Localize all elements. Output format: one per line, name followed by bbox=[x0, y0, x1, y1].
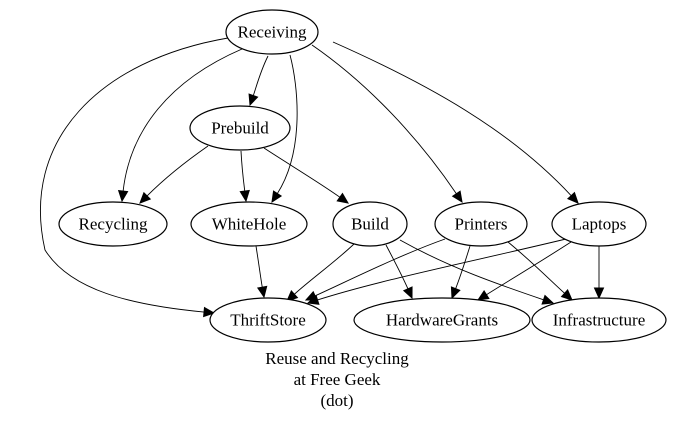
node-receiving: Receiving bbox=[225, 9, 319, 55]
edges-layer bbox=[40, 37, 605, 318]
edge-whitehole-to-thriftstore bbox=[255, 245, 268, 299]
node-recycling: Recycling bbox=[58, 201, 168, 247]
arrowhead-icon bbox=[451, 190, 463, 204]
arrowhead-icon bbox=[117, 189, 129, 203]
arrowhead-icon bbox=[566, 191, 579, 204]
edge-line bbox=[240, 150, 246, 192]
edge-receiving-to-recycling bbox=[117, 48, 243, 203]
edge-line bbox=[311, 44, 457, 194]
edge-line bbox=[122, 48, 243, 192]
arrowhead-icon bbox=[336, 192, 349, 204]
edge-build-to-infrastructure bbox=[399, 239, 555, 305]
edge-line bbox=[276, 54, 298, 194]
node-printers: Printers bbox=[434, 201, 528, 247]
edge-line bbox=[40, 37, 229, 313]
arrowhead-icon bbox=[286, 290, 299, 302]
node-ellipse bbox=[353, 297, 531, 343]
node-label: HardwareGrants bbox=[386, 311, 498, 330]
node-whitehole: WhiteHole bbox=[190, 201, 308, 247]
node-ellipse bbox=[551, 201, 647, 247]
node-ellipse bbox=[332, 201, 408, 247]
graph-caption: Reuse and Recycling at Free Geek (dot) bbox=[265, 349, 409, 410]
node-build: Build bbox=[332, 201, 408, 247]
edge-printers-to-thriftstore bbox=[304, 238, 446, 301]
edge-line bbox=[507, 241, 565, 294]
caption-line-2: at Free Geek bbox=[294, 370, 381, 389]
edge-receiving-to-prebuild bbox=[248, 55, 269, 107]
edge-receiving-to-laptops bbox=[332, 41, 579, 204]
node-label: Prebuild bbox=[211, 119, 269, 138]
node-label: Infrastructure bbox=[553, 311, 646, 330]
caption-line-1: Reuse and Recycling bbox=[265, 349, 409, 368]
arrowhead-icon bbox=[271, 190, 283, 204]
edge-laptops-to-thriftstore bbox=[306, 238, 567, 305]
node-ellipse bbox=[58, 201, 168, 247]
node-label: Receiving bbox=[238, 23, 307, 42]
arrowhead-icon bbox=[256, 285, 268, 299]
node-label: WhiteHole bbox=[212, 215, 287, 234]
arrowhead-icon bbox=[239, 189, 250, 203]
edge-receiving-to-whitehole bbox=[271, 54, 298, 204]
node-prebuild: Prebuild bbox=[189, 105, 291, 151]
edge-build-to-hardwaregrants bbox=[385, 244, 413, 300]
edge-line bbox=[455, 245, 471, 289]
node-ellipse bbox=[190, 201, 308, 247]
edge-line bbox=[399, 239, 544, 301]
edge-printers-to-infrastructure bbox=[507, 241, 573, 301]
edge-line bbox=[385, 244, 409, 290]
node-hardwaregrants: HardwareGrants bbox=[353, 297, 531, 343]
node-ellipse bbox=[189, 105, 291, 151]
node-ellipse bbox=[531, 297, 667, 343]
arrowhead-icon bbox=[560, 289, 573, 301]
node-label: Build bbox=[351, 215, 389, 234]
node-label: Printers bbox=[455, 215, 508, 234]
edge-receiving-to-printers bbox=[311, 44, 463, 204]
edge-line bbox=[314, 238, 446, 297]
edge-line bbox=[263, 147, 341, 198]
edge-line bbox=[486, 241, 572, 296]
edge-prebuild-to-recycling bbox=[139, 145, 209, 204]
edge-laptops-to-hardwaregrants bbox=[476, 241, 572, 301]
arrowhead-icon bbox=[541, 294, 555, 305]
node-thriftstore: ThriftStore bbox=[209, 297, 327, 343]
edge-prebuild-to-whitehole bbox=[239, 150, 250, 203]
node-laptops: Laptops bbox=[551, 201, 647, 247]
arrowhead-icon bbox=[306, 294, 320, 305]
arrowhead-icon bbox=[203, 306, 216, 318]
edge-line bbox=[332, 41, 572, 196]
arrowhead-icon bbox=[593, 287, 605, 300]
arrowhead-icon bbox=[476, 289, 490, 301]
arrowhead-icon bbox=[402, 286, 413, 300]
node-label: Recycling bbox=[79, 215, 148, 234]
edge-line bbox=[252, 55, 269, 96]
edge-build-to-thriftstore bbox=[286, 243, 355, 302]
edge-receiving-to-thriftstore bbox=[40, 37, 229, 318]
caption-line-3: (dot) bbox=[320, 391, 353, 410]
node-ellipse bbox=[225, 9, 319, 55]
node-ellipse bbox=[209, 297, 327, 343]
edge-line bbox=[294, 243, 355, 295]
edge-line bbox=[317, 238, 567, 301]
node-infrastructure: Infrastructure bbox=[531, 297, 667, 343]
edge-prebuild-to-build bbox=[263, 147, 349, 204]
arrowhead-icon bbox=[139, 191, 152, 204]
edge-laptops-to-infrastructure bbox=[593, 246, 605, 300]
edge-line bbox=[146, 145, 209, 197]
arrowhead-icon bbox=[450, 286, 461, 300]
node-label: Laptops bbox=[572, 215, 627, 234]
node-label: ThriftStore bbox=[230, 311, 306, 330]
edge-line bbox=[255, 245, 263, 288]
node-ellipse bbox=[434, 201, 528, 247]
arrowhead-icon bbox=[248, 93, 259, 107]
edge-printers-to-hardwaregrants bbox=[450, 245, 471, 300]
